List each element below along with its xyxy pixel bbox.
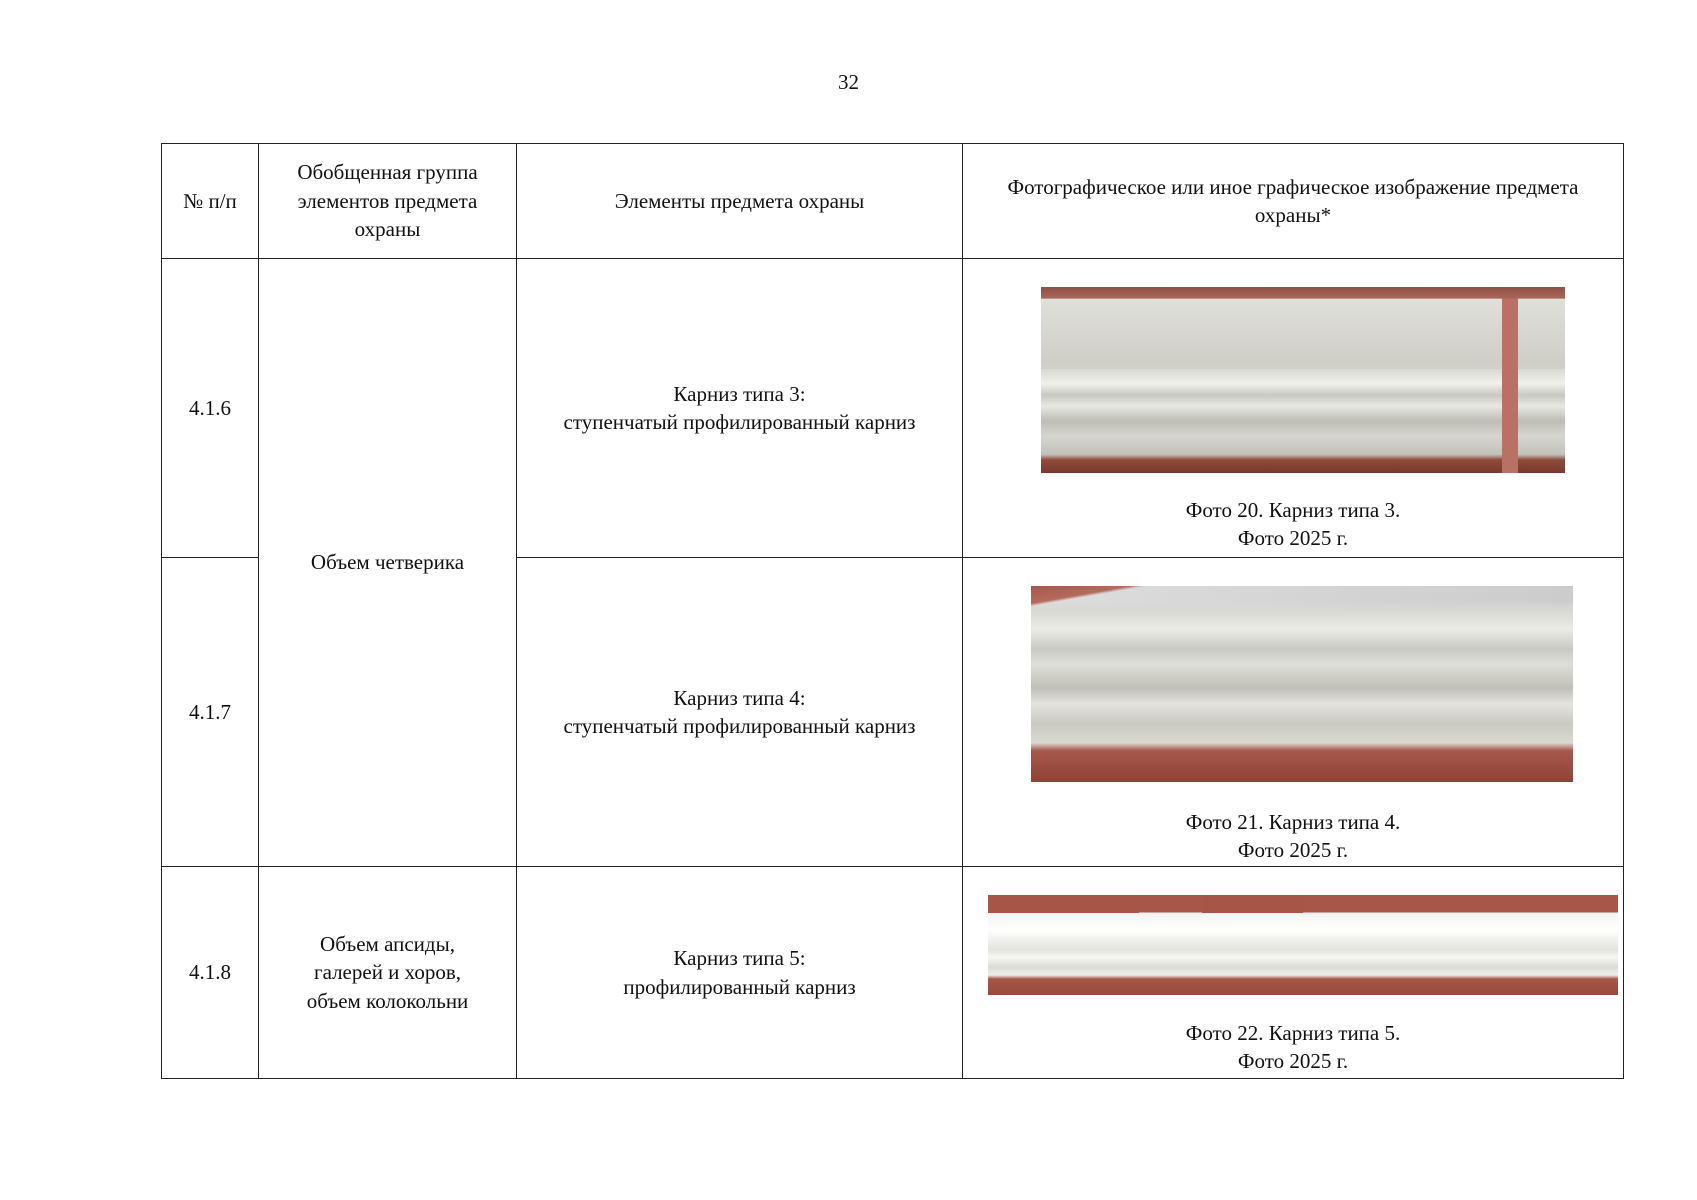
row-element: Карниз типа 3: ступенчатый профилированн… [516,258,963,558]
table-row: 4.1.7 Карниз типа 4: ступенчатый профили… [161,557,1624,867]
header-group: Обобщенная группа элементов предмета охр… [258,143,517,259]
caption-title: Фото 22. Карниз типа 5. [1185,1021,1401,1045]
photo-caption: Фото 21. Карниз типа 4. Фото 2025 г. [973,808,1613,865]
row-element: Карниз типа 5: профилированный карниз [516,866,963,1079]
header-elements: Элементы предмета охраны [516,143,963,259]
row-number: 4.1.6 [161,258,259,558]
page-number: 32 [838,70,859,94]
photo-caption: Фото 22. Карниз типа 5. Фото 2025 г. [973,1019,1613,1076]
element-description: ступенчатый профилированный карниз [563,410,916,434]
header-number: № п/п [161,143,259,259]
element-description: профилированный карниз [623,974,856,999]
table-row: 4.1.6 Объем четверика Карниз типа 3: сту… [161,258,1624,867]
photo-caption: Фото 20. Карниз типа 3. Фото 2025 г. [973,496,1613,553]
row-group: Объем четверика [258,258,517,867]
row-number: 4.1.7 [161,557,259,867]
row-photo-cell: Фото 20. Карниз типа 3. Фото 2025 г. [962,258,1624,558]
caption-title: Фото 20. Карниз типа 3. [1185,498,1401,522]
element-description: ступенчатый профилированный карниз [563,714,916,738]
element-title: Карниз типа 4: [673,685,806,710]
row-group: Объем апсиды, галерей и хоров, объем кол… [258,866,517,1079]
cornice-photo-image [1031,586,1573,782]
caption-year: Фото 2025 г. [1237,1049,1349,1074]
caption-year: Фото 2025 г. [1237,838,1349,863]
header-image: Фотографическое или иное графическое изо… [962,143,1624,259]
cornice-photo-image [1041,287,1565,473]
row-element: Карниз типа 4: ступенчатый профилированн… [516,557,963,867]
group-line: галерей и хоров, [313,960,462,985]
cornice-photo-image [988,895,1618,995]
protection-table: № п/п Обобщенная группа элементов предме… [161,143,1624,1079]
table-row: 4.1.8 Объем апсиды, галерей и хоров, объ… [161,866,1624,1079]
caption-title: Фото 21. Карниз типа 4. [1185,810,1401,834]
group-line: объем колокольни [306,988,469,1013]
caption-year: Фото 2025 г. [1237,526,1349,551]
element-title: Карниз типа 3: [673,381,806,406]
element-title: Карниз типа 5: [673,946,806,971]
group-line: Объем апсиды, [320,931,455,956]
table-header-row: № п/п Обобщенная группа элементов предме… [161,143,1624,259]
row-photo-cell: Фото 22. Карниз типа 5. Фото 2025 г. [962,866,1624,1079]
row-number: 4.1.8 [161,866,259,1079]
row-photo-cell: Фото 21. Карниз типа 4. Фото 2025 г. [962,557,1624,867]
